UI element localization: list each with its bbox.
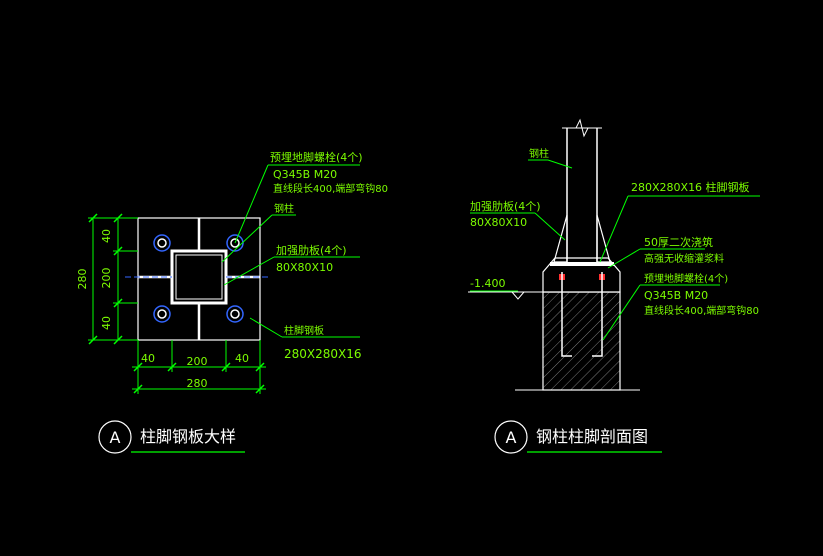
section-label-grout2: 高强无收缩灌浆料	[644, 252, 724, 265]
section-label-stiffener-size: 80X80X10	[470, 216, 527, 229]
plan-label-stiffener-size: 80X80X10	[276, 261, 333, 274]
dim-left-total: 280	[76, 269, 89, 290]
plan-label-column: 钢柱	[274, 202, 294, 215]
section-title: 钢柱柱脚剖面图	[536, 427, 648, 446]
section-view: -1.400 钢柱 280X280X16 柱脚钢板 加强肋板(4个) 80X80…	[468, 118, 760, 454]
section-label-plate-size: 280X280X16 柱脚钢板	[631, 180, 750, 194]
plan-dim-bottom	[132, 340, 266, 394]
dim-left-mid: 200	[100, 268, 113, 289]
plan-label-bolt-spec1: Q345B M20	[273, 168, 337, 181]
plan-title: 柱脚钢板大样	[140, 427, 236, 446]
plan-label-bolt-spec2: 直线段长400,端部弯钩80	[273, 182, 388, 195]
dim-bottom-left: 40	[141, 352, 155, 365]
section-label-column: 钢柱	[529, 147, 549, 160]
break-mark	[575, 118, 589, 138]
plan-label-plate: 柱脚钢板	[284, 324, 324, 337]
plan-label-stiffener: 加强肋板(4个)	[276, 243, 347, 257]
plan-label-bolt: 预埋地脚螺栓(4个)	[270, 150, 363, 164]
plan-title-mark: A	[110, 428, 121, 447]
section-leaders	[470, 159, 760, 341]
section-title-mark: A	[506, 428, 517, 447]
section-label-bolt-spec2: 直线段长400,端部弯钩80	[644, 304, 759, 317]
anchor-bolt-right	[592, 272, 603, 357]
concrete-pier	[542, 291, 621, 391]
section-label-bolt-spec1: Q345B M20	[644, 289, 708, 302]
anchor-bolt-left	[561, 272, 572, 357]
anchor-bolts	[153, 234, 244, 323]
plan-label-plate-size: 280X280X16	[284, 347, 362, 361]
section-elevation: -1.400	[470, 277, 505, 290]
dim-bottom-right: 40	[235, 352, 249, 365]
section-label-bolt: 预埋地脚螺栓(4个)	[644, 272, 728, 285]
section-label-stiffener: 加强肋板(4个)	[470, 199, 541, 213]
plan-title-mark-circle	[98, 420, 132, 454]
plan-view: 预埋地脚螺栓(4个) Q345B M20 直线段长400,端部弯钩80 钢柱 加…	[76, 150, 388, 454]
dim-left-top: 40	[100, 229, 113, 243]
plan-dim-left	[88, 213, 138, 345]
dim-left-bot: 40	[100, 316, 113, 330]
dim-bottom-total: 280	[187, 377, 208, 390]
column-section	[170, 249, 228, 305]
section-base-plate	[550, 262, 614, 266]
section-title-mark-circle	[494, 420, 528, 454]
dim-bottom-mid: 200	[187, 355, 208, 368]
plan-leaders	[221, 164, 360, 338]
section-label-grout1: 50厚二次浇筑	[644, 235, 713, 249]
